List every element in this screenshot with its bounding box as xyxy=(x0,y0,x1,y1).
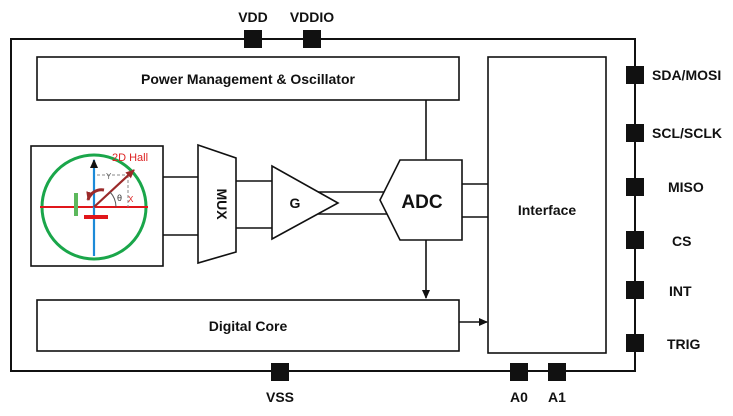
pin-cs xyxy=(626,231,644,249)
pin-vddio xyxy=(303,30,321,48)
pin-int xyxy=(626,281,644,299)
sensor-rotation-arrow xyxy=(86,188,105,201)
pin-trig xyxy=(626,334,644,352)
hall-sensor-graphic: 2D Hall Y X θ xyxy=(40,152,148,261)
power-management-label: Power Management & Oscillator xyxy=(141,71,355,87)
pin-trig-label: TRIG xyxy=(667,336,701,352)
power-management-block xyxy=(36,56,460,101)
chip-outline xyxy=(10,38,636,372)
pin-miso xyxy=(626,178,644,196)
pin-int-label: INT xyxy=(669,283,692,299)
sensor-2d-hall-label: 2D Hall xyxy=(112,152,148,164)
pin-vss xyxy=(271,363,289,381)
sensor-y-label: Y xyxy=(106,172,112,181)
pin-scl-sclk xyxy=(626,124,644,142)
pin-cs-label: CS xyxy=(672,233,691,249)
pin-vdd-label: VDD xyxy=(238,9,268,25)
sensor-x-label: X xyxy=(128,195,134,204)
interface-block xyxy=(487,56,607,354)
pin-miso-label: MISO xyxy=(668,179,704,195)
mux-block xyxy=(197,143,237,265)
sensor-theta-arc xyxy=(109,191,117,208)
pin-sda-mosi-label: SDA/MOSI xyxy=(652,67,721,83)
pin-a0-label: A0 xyxy=(510,389,528,405)
pin-scl-sclk-label: SCL/SCLK xyxy=(652,125,722,141)
sensor-theta-label: θ xyxy=(117,193,122,203)
pin-vss-label: VSS xyxy=(266,389,294,405)
digital-core-block xyxy=(36,299,460,352)
sensor-field-arrow xyxy=(93,169,135,208)
sensor-green-bar xyxy=(74,193,78,216)
digital-core-label: Digital Core xyxy=(209,318,288,334)
pin-a1-label: A1 xyxy=(548,389,566,405)
pin-a1 xyxy=(548,363,566,381)
mux-label: MUX xyxy=(214,188,230,220)
pin-a0 xyxy=(510,363,528,381)
interface-label: Interface xyxy=(518,202,577,218)
pin-vddio-label: VDDIO xyxy=(290,9,334,25)
adc-label: ADC xyxy=(401,192,442,213)
gain-amplifier xyxy=(271,164,340,241)
adc-block xyxy=(379,159,463,241)
pin-sda-mosi xyxy=(626,66,644,84)
gain-label: G xyxy=(290,195,301,211)
pin-vdd xyxy=(244,30,262,48)
sensor-red-bar xyxy=(84,215,108,219)
